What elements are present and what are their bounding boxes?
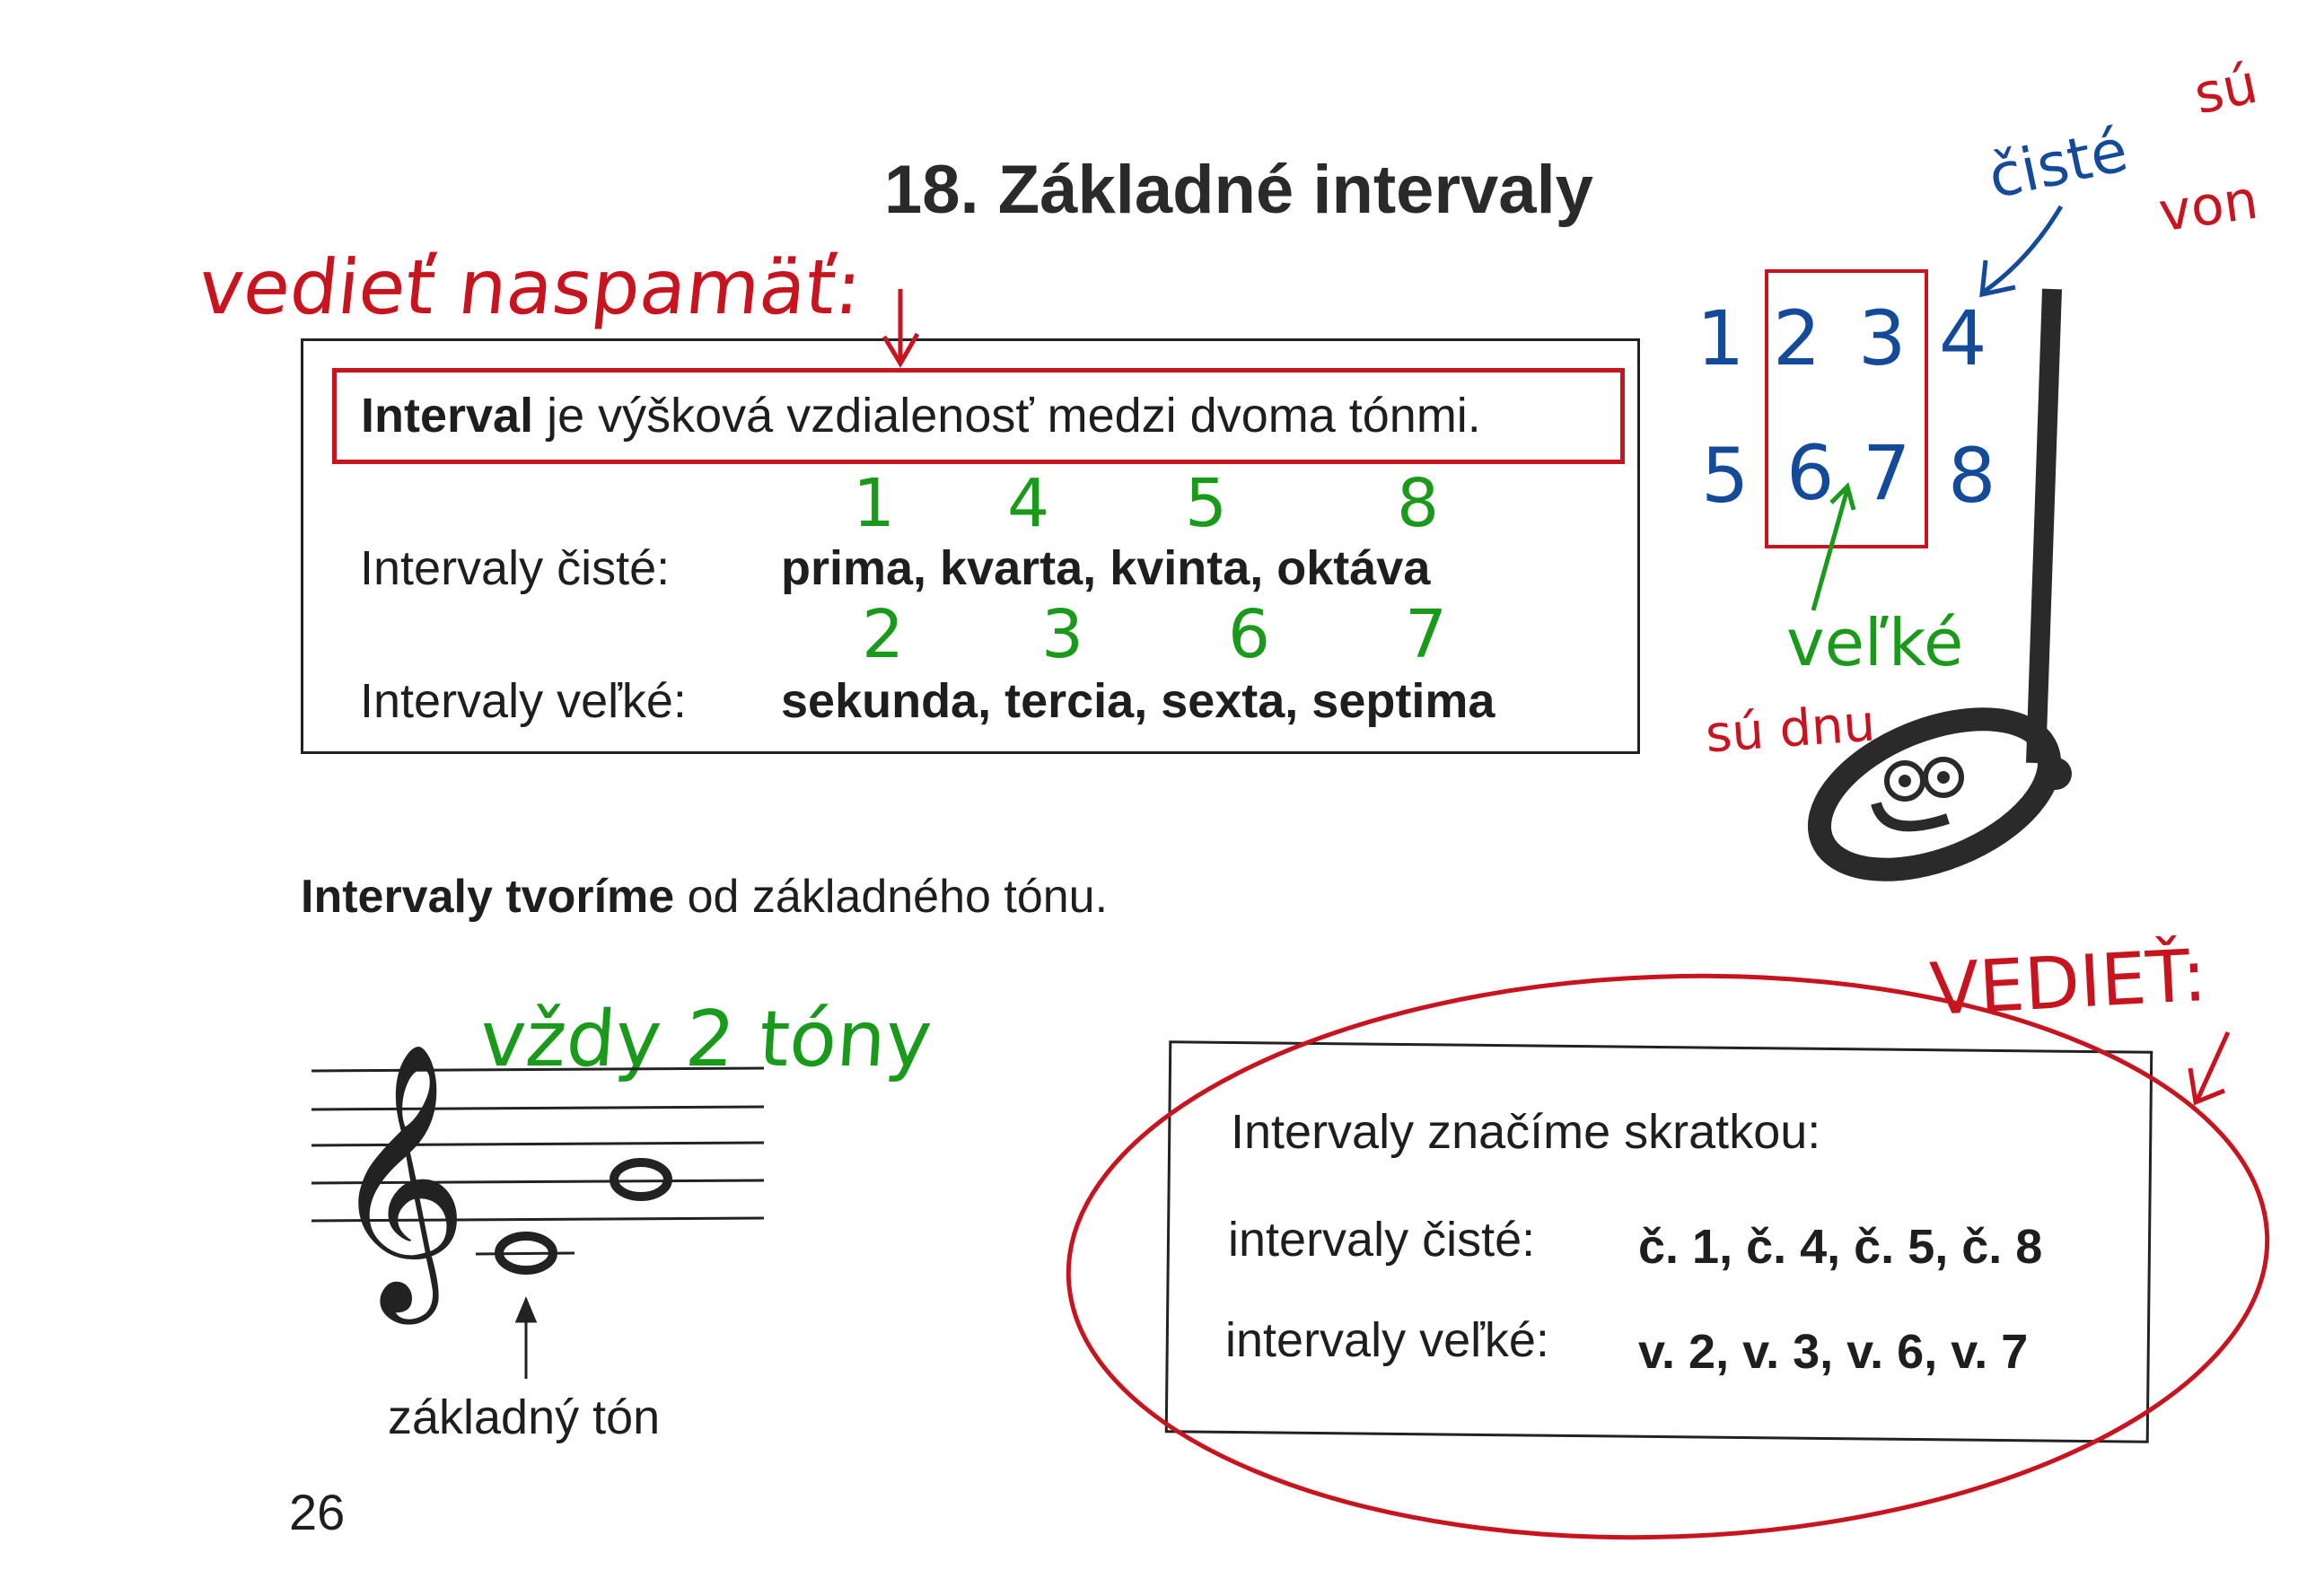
creation-rest: od základného tónu. [687, 871, 1109, 923]
abbrev-values-major: v. 2, v. 3, v. 6, v. 7 [1638, 1325, 2029, 1379]
treble-clef-icon: 𝄞 [330, 1041, 469, 1326]
arrow-curved-icon [1979, 205, 2064, 298]
hand-number: 2 [862, 596, 905, 673]
definition-body: je výšková vzdialenosť medzi dvoma tónmi… [547, 389, 1481, 443]
page-title: 18. Základné intervaly [884, 152, 1593, 228]
arrow-up-icon [514, 1296, 538, 1379]
side-number: 1 [1697, 294, 1745, 382]
abbrev-label-major: intervaly veľké: [1225, 1313, 1549, 1367]
side-number: 4 [1939, 294, 1987, 382]
hand-number: 5 [1185, 465, 1228, 542]
side-number: 8 [1948, 432, 1996, 520]
row-values-major: sekunda, tercia, sexta, septima [781, 674, 1495, 728]
hand-number: 6 [1228, 596, 1271, 673]
whole-note-icon [495, 1158, 672, 1275]
row-values-pure: prima, kvarta, kvinta, oktáva [781, 541, 1431, 595]
abbrev-label-pure: intervaly čisté: [1228, 1213, 1536, 1267]
creation-bold: Intervaly tvoríme [301, 871, 675, 923]
row-label-pure: Intervaly čisté: [360, 541, 671, 595]
annotation-major: veľké [1786, 605, 1964, 680]
hand-number: 8 [1397, 465, 1440, 542]
half-note-character-icon [1807, 288, 2072, 881]
side-number: 7 [1863, 429, 1911, 517]
side-number: 5 [1701, 432, 1750, 520]
page-number: 26 [289, 1484, 346, 1540]
arrow-up-icon [1811, 482, 1856, 611]
hand-number: 7 [1405, 596, 1448, 673]
side-number: 6 [1786, 429, 1835, 517]
hand-number: 3 [1041, 596, 1084, 673]
side-number: 2 [1773, 294, 1821, 382]
side-number: 3 [1858, 294, 1907, 382]
highlight-ellipse [1066, 973, 2270, 1540]
abbreviation-heading: Intervaly značíme skratkou: [1231, 1105, 1821, 1159]
base-tone-label: základný tón [388, 1390, 661, 1444]
hand-number: 1 [853, 465, 896, 542]
definition-text: Interval je výšková vzdialenosť medzi dv… [361, 388, 1481, 443]
definition-term: Interval [361, 389, 534, 443]
hand-number: 4 [1007, 465, 1050, 542]
creation-text: Intervaly tvoríme od základného tónu. [301, 871, 1108, 925]
music-staff [311, 1066, 765, 1256]
abbrev-values-pure: č. 1, č. 4, č. 5, č. 8 [1638, 1220, 2043, 1274]
definition-box [301, 338, 1640, 754]
major-numbers-box [1765, 269, 1928, 548]
row-label-major: Intervaly veľké: [360, 674, 687, 728]
arrow-down-icon [881, 289, 920, 368]
definition-highlight [332, 368, 1625, 464]
arrow-down-left-icon [2188, 1030, 2231, 1106]
